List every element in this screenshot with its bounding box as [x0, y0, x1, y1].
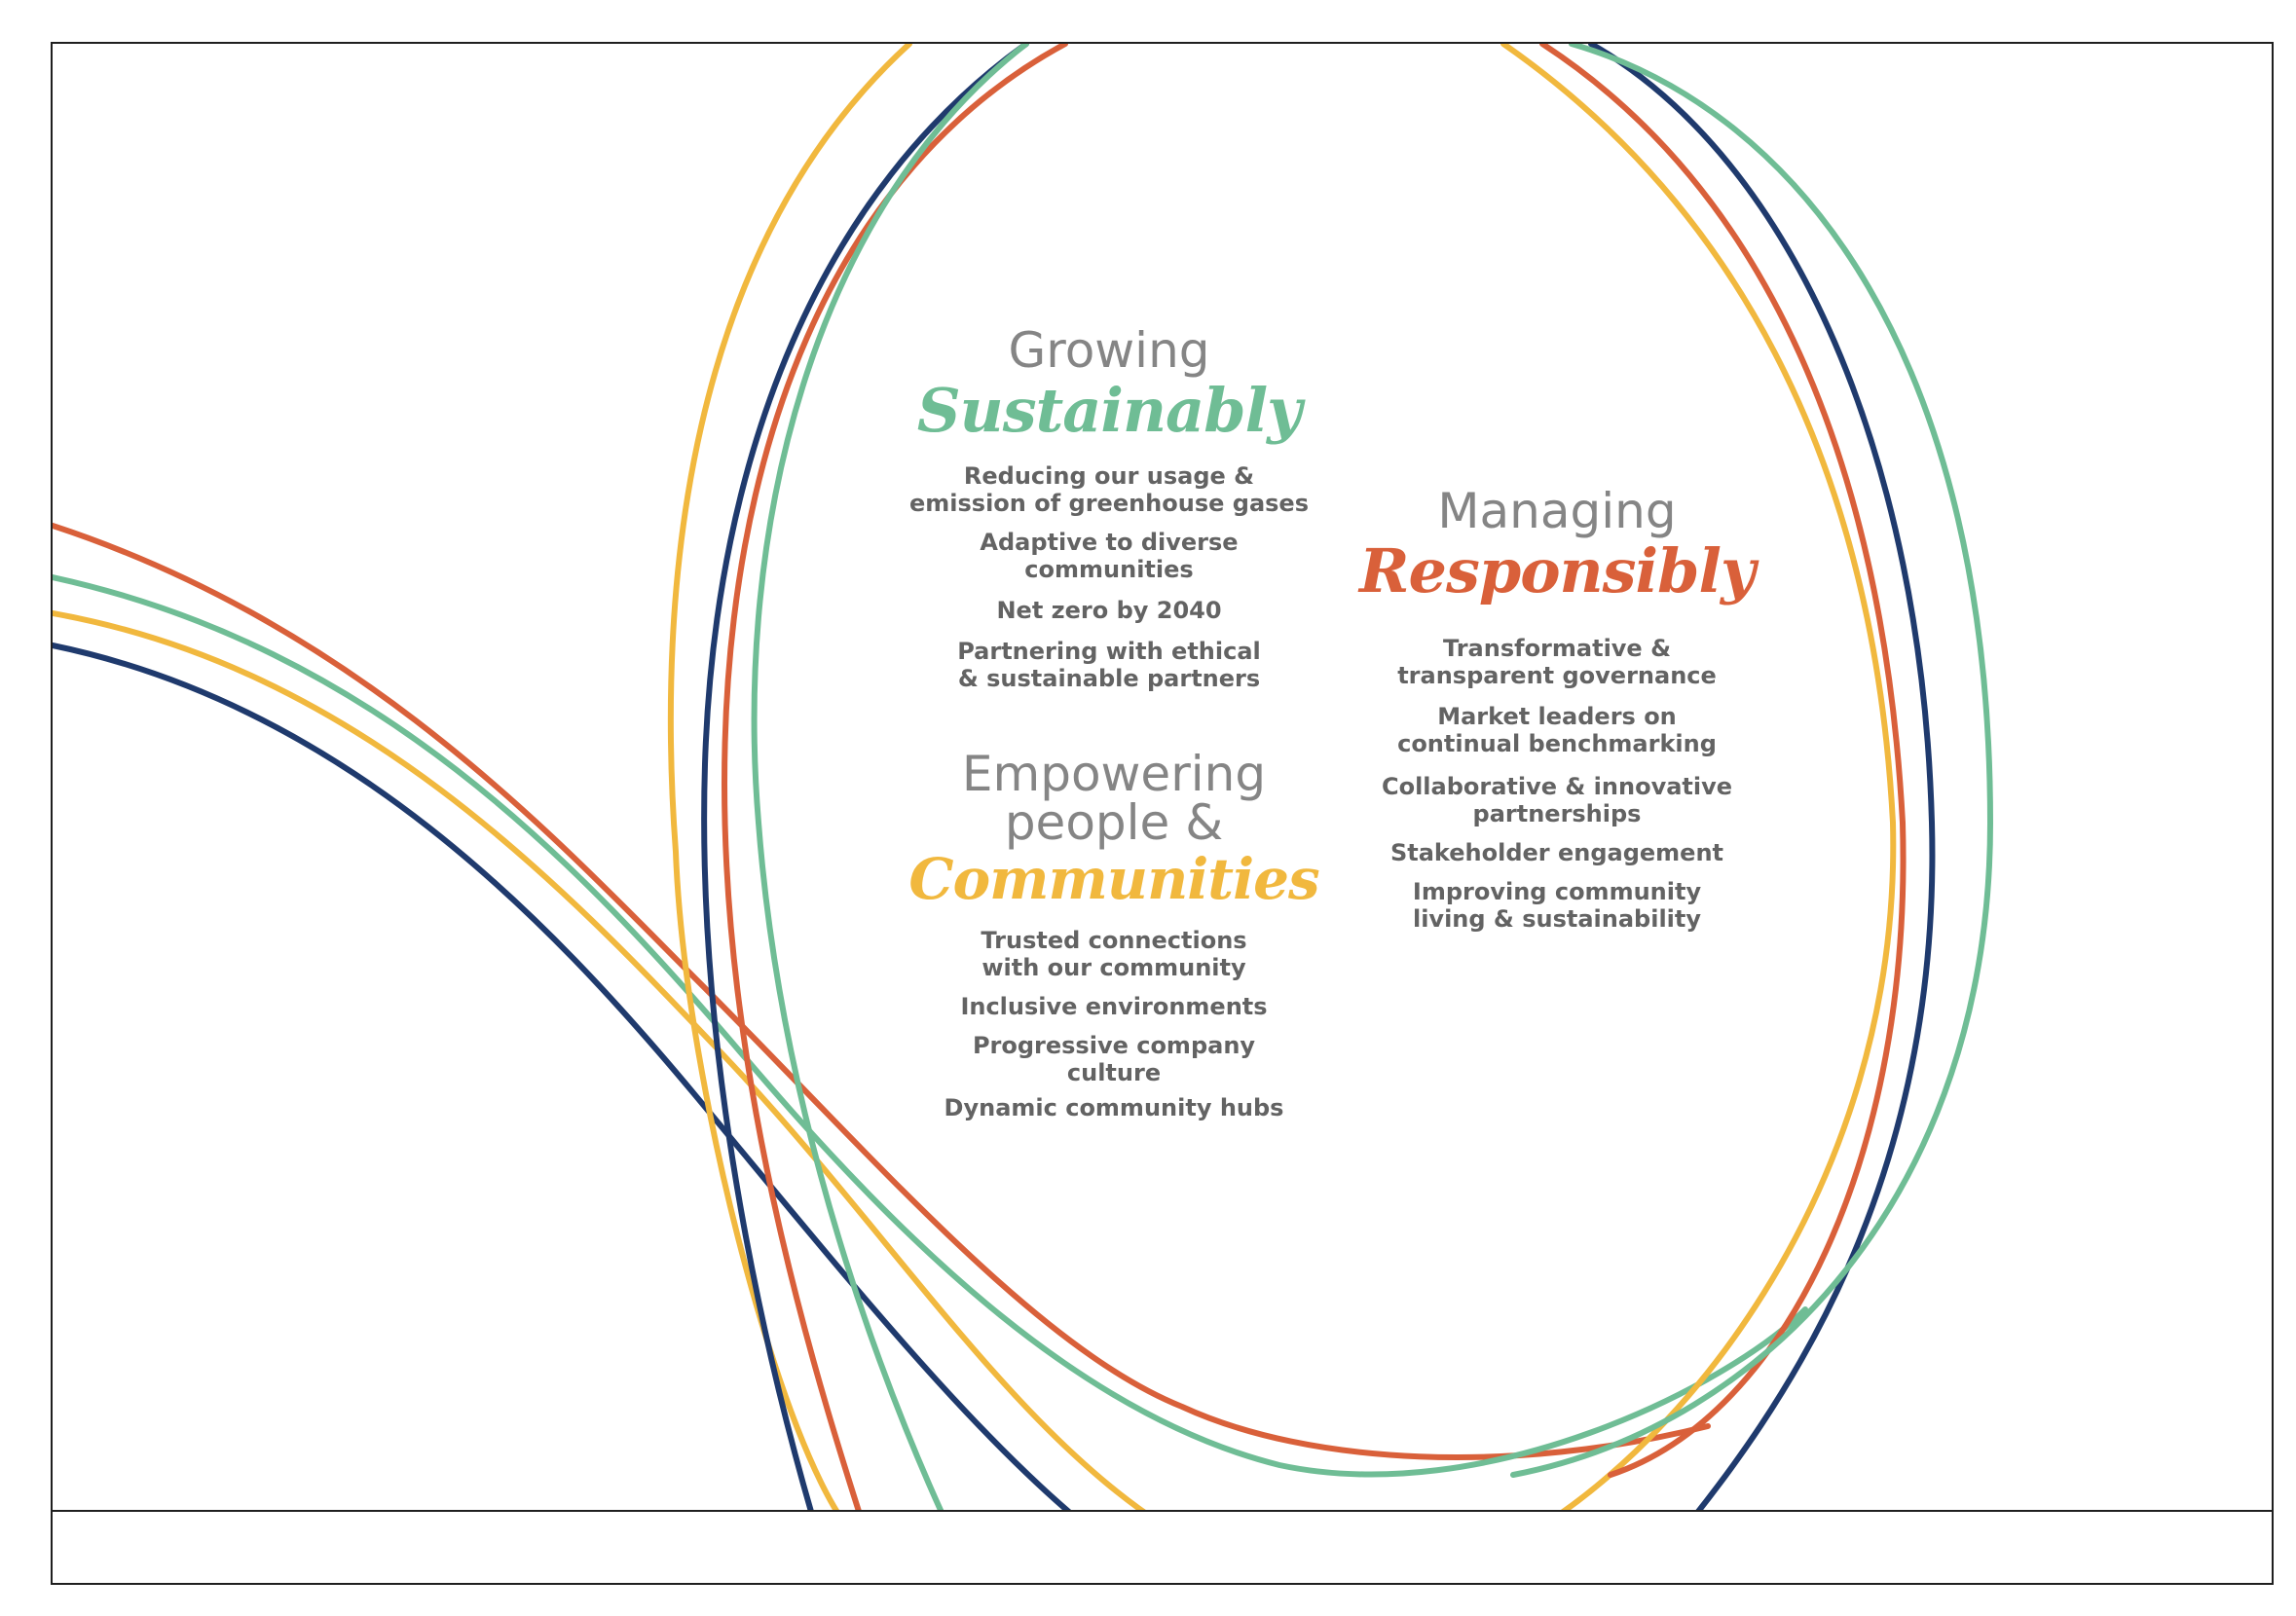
- communities-items-list: Trusted connections with our community I…: [890, 927, 1338, 1121]
- section-lead-heading: Growing: [1008, 322, 1210, 379]
- orange-swoosh-curve: [53, 523, 1711, 1460]
- section-lead-heading: Managing: [1437, 483, 1677, 539]
- navy-ellipse-strand-right: [1588, 44, 1936, 1551]
- section-emphasis-heading: Communities: [908, 846, 1319, 912]
- section-lead-heading-line1: Empowering: [961, 746, 1267, 802]
- list-item: Transformative & transparent governance: [1397, 635, 1717, 689]
- section-lead-heading-line2: people &: [1004, 794, 1224, 851]
- green-ellipse-strand: [751, 44, 1029, 1551]
- list-item: Adaptive to diverse communities: [980, 529, 1239, 583]
- managing-responsibly-section: Managing Responsibly Transformative & tr…: [1348, 487, 1766, 933]
- list-item: Market leaders on continual benchmarking: [1397, 703, 1717, 757]
- list-item: Progressive company culture: [972, 1032, 1256, 1086]
- responsibly-items-list: Transformative & transparent governance …: [1348, 635, 1766, 933]
- intertwined-rings-graphic: [53, 44, 1994, 1552]
- section-emphasis-heading: Responsibly: [1358, 535, 1756, 606]
- list-item: Collaborative & innovative partnerships: [1381, 773, 1733, 827]
- green-ellipse-strand-right: [1510, 44, 1994, 1478]
- list-item: Improving community living & sustainabil…: [1412, 878, 1702, 933]
- yellow-ellipse-strand: [667, 44, 912, 1552]
- list-item: Inclusive environments: [960, 993, 1268, 1020]
- growing-sustainably-section: Growing Sustainably Reducing our usage &…: [880, 326, 1338, 692]
- section-emphasis-heading: Sustainably: [916, 375, 1302, 446]
- list-item: Stakeholder engagement: [1389, 839, 1724, 866]
- list-item: Dynamic community hubs: [944, 1094, 1284, 1121]
- green-swoosh-curve: [53, 574, 1808, 1478]
- list-item: Partnering with ethical & sustainable pa…: [957, 638, 1261, 692]
- sustainably-items-list: Reducing our usage & emission of greenho…: [880, 462, 1338, 692]
- empowering-communities-section: Empowering people & Communities Trusted …: [890, 750, 1338, 1121]
- list-item: Reducing our usage & emission of greenho…: [909, 462, 1309, 517]
- list-item: Trusted connections with our community: [981, 927, 1247, 981]
- navy-swoosh-curve: [53, 643, 1117, 1551]
- list-item: Net zero by 2040: [996, 597, 1222, 624]
- page-frame: Growing Sustainably Reducing our usage &…: [51, 42, 2274, 1585]
- yellow-ellipse-strand-right: [1500, 44, 1897, 1551]
- footer-strip: [53, 1510, 2272, 1583]
- navy-ellipse-strand: [701, 44, 1029, 1551]
